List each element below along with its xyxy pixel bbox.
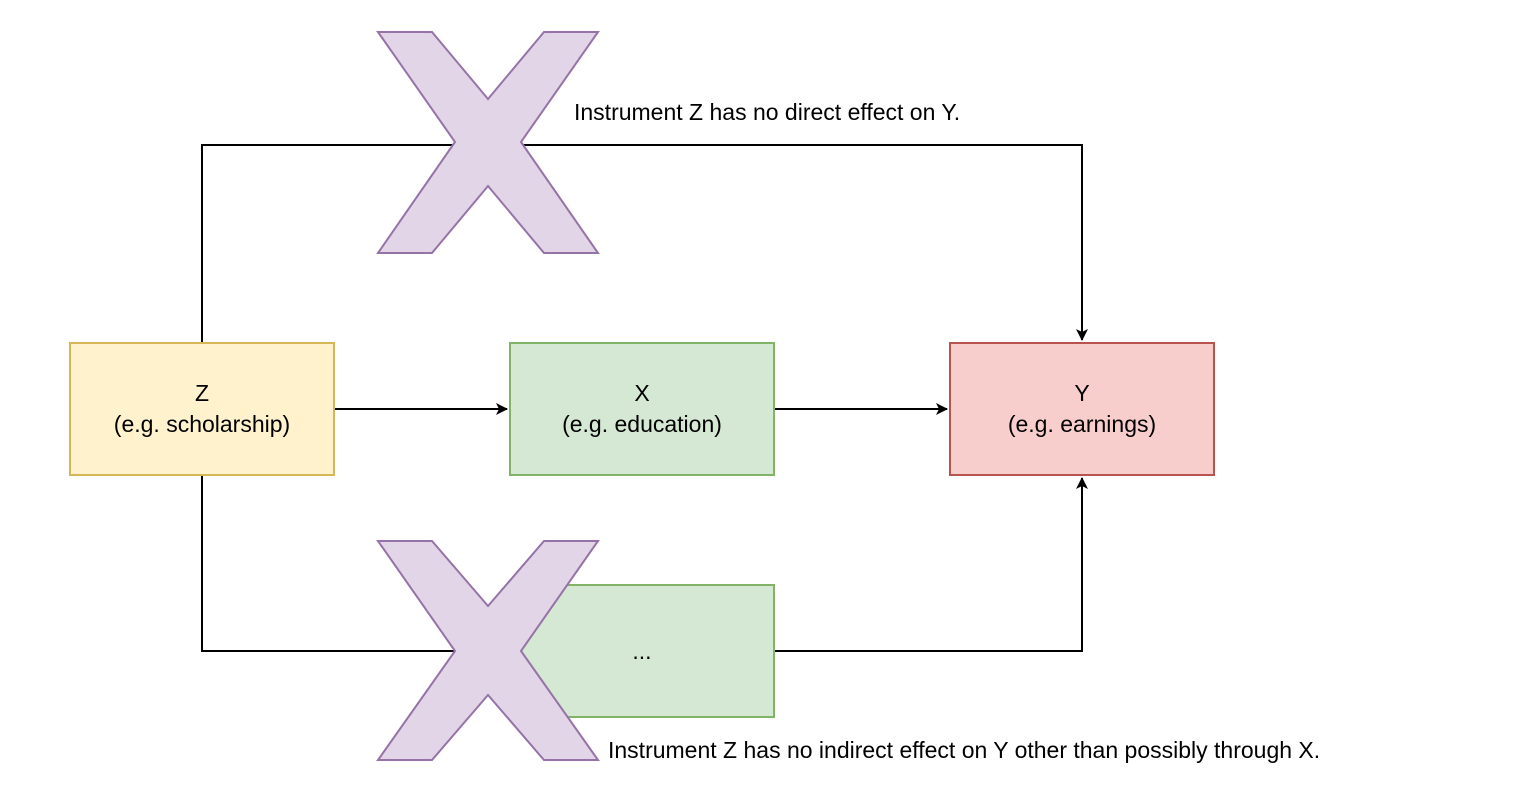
node-z-title: Z <box>194 380 210 406</box>
node-y-title: Y <box>1074 380 1090 406</box>
node-z-subtitle: (e.g. scholarship) <box>113 411 291 437</box>
node-z: Z (e.g. scholarship) <box>69 342 335 476</box>
edge-other-to-y <box>775 477 1088 652</box>
cross-icon-direct-path <box>376 31 600 254</box>
annotation-no-indirect-effect: Instrument Z has no indirect effect on Y… <box>608 737 1321 763</box>
node-other-title: ... <box>632 637 652 664</box>
cross-icon-indirect-path <box>376 540 600 761</box>
node-x-title: X <box>634 380 650 406</box>
edge-z-to-y-direct <box>201 144 1088 342</box>
node-y-subtitle: (e.g. earnings) <box>1007 411 1157 437</box>
node-x: X (e.g. education) <box>509 342 775 476</box>
edge-z-to-other <box>201 476 509 652</box>
annotation-no-direct-effect: Instrument Z has no direct effect on Y. <box>574 99 961 125</box>
node-x-subtitle: (e.g. education) <box>562 411 722 437</box>
node-y: Y (e.g. earnings) <box>949 342 1215 476</box>
